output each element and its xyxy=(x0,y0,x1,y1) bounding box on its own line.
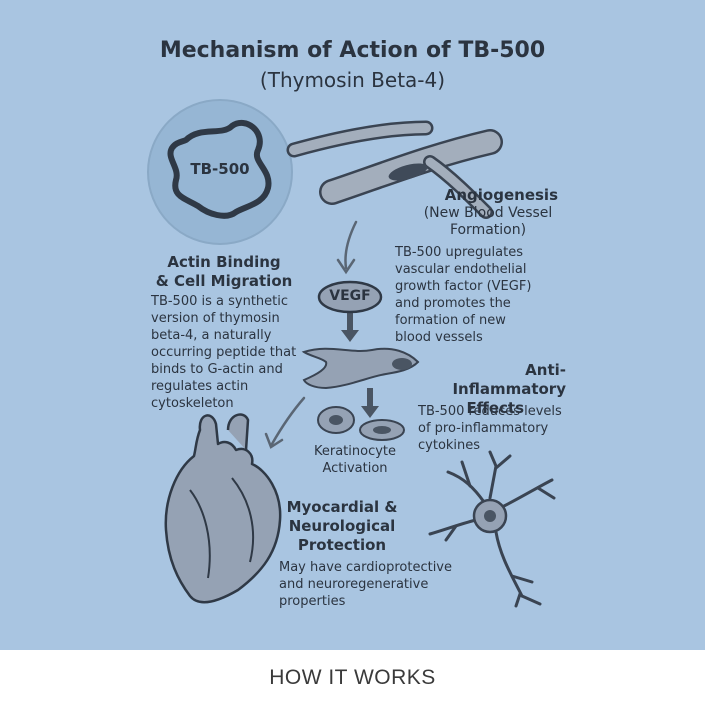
angiogenesis-subheading-line: Formation) xyxy=(449,222,527,238)
anti-inflammatory-heading-line: Anti-Inflammatory xyxy=(452,361,566,398)
anti-inflammatory-description-line: of pro-inflammatory xyxy=(418,421,549,436)
keratinocyte-label-line: Keratinocyte xyxy=(313,444,397,459)
angiogenesis-description-line: blood vessels xyxy=(395,330,483,345)
angiogenesis-heading: Angiogenesis xyxy=(400,186,558,205)
angiogenesis-heading-line: Angiogenesis xyxy=(444,186,558,204)
diagram-panel: Mechanism of Action of TB-500 (Thymosin … xyxy=(0,0,705,650)
anti-inflammatory-heading-line: Effects xyxy=(466,399,524,417)
keratinocyte-cells xyxy=(317,406,405,441)
actin-heading-line: & Cell Migration xyxy=(155,272,293,290)
protection-description: May have cardioprotective and neuroregen… xyxy=(279,559,469,610)
arrow-cell-to-keratinocyte xyxy=(361,388,379,418)
protection-description-line: properties xyxy=(279,594,346,609)
actin-heading: Actin Binding & Cell Migration xyxy=(152,253,296,291)
angiogenesis-description-line: TB-500 upregulates xyxy=(395,245,523,260)
actin-description-line: binds to G-actin and xyxy=(151,362,283,377)
angiogenesis-description-line: and promotes the xyxy=(395,296,511,311)
vegf-label: VEGF xyxy=(329,288,371,304)
anti-inflammatory-description-line: cytokines xyxy=(418,438,481,453)
actin-description-line: occurring peptide that xyxy=(151,345,297,360)
anti-inflammatory-description-line: TB-500 reduces levels xyxy=(418,404,562,419)
anti-inflammatory-description: TB-500 reduces levels of pro-inflammator… xyxy=(418,403,578,454)
angiogenesis-description-line: formation of new xyxy=(395,313,506,328)
diagram-artwork xyxy=(147,99,556,608)
actin-description: TB-500 is a synthetic version of thymosi… xyxy=(151,293,311,412)
protection-heading-line: Neurological xyxy=(288,517,396,535)
actin-description-line: TB-500 is a synthetic xyxy=(151,294,289,309)
footer-bar: HOW IT WORKS xyxy=(0,650,705,705)
protection-heading: Myocardial & Neurological Protection xyxy=(282,498,402,555)
angiogenesis-description-line: growth factor (VEGF) xyxy=(395,279,532,294)
blood-vessel-illustration xyxy=(286,120,503,219)
actin-description-line: cytoskeleton xyxy=(151,396,234,411)
anti-inflammatory-heading: Anti-Inflammatory Effects xyxy=(420,361,566,418)
actin-heading-line: Actin Binding xyxy=(167,253,281,271)
tb500-label: TB-500 xyxy=(190,160,250,178)
diagram-title: Mechanism of Action of TB-500 xyxy=(159,38,546,63)
vegf-badge xyxy=(317,280,383,314)
arrow-vessel-to-vegf xyxy=(336,220,358,275)
diagram-subtitle: (Thymosin Beta-4) xyxy=(259,68,446,92)
arrow-vegf-to-cell xyxy=(341,312,359,342)
keratinocyte-label: Keratinocyte Activation xyxy=(306,443,404,477)
keratinocyte-label-line: Activation xyxy=(322,461,388,476)
endothelial-cell-illustration xyxy=(301,347,420,390)
neuron-illustration xyxy=(428,450,556,608)
actin-description-line: beta-4, a naturally xyxy=(151,328,272,343)
protection-heading-line: Protection xyxy=(297,536,387,554)
tb500-peptide-bubble xyxy=(147,99,293,245)
heart-illustration xyxy=(164,413,282,604)
how-it-works-label: HOW IT WORKS xyxy=(269,665,436,689)
actin-description-line: regulates actin xyxy=(151,379,249,394)
protection-description-line: May have cardioprotective xyxy=(279,560,452,575)
angiogenesis-subheading: (New Blood Vessel Formation) xyxy=(402,205,574,239)
arrow-actin-to-heart xyxy=(264,396,306,449)
protection-description-line: and neuroregenerative xyxy=(279,577,429,592)
protection-heading-line: Myocardial & xyxy=(286,498,398,516)
angiogenesis-description-line: vascular endothelial xyxy=(395,262,527,277)
angiogenesis-description: TB-500 upregulates vascular endothelial … xyxy=(395,244,565,346)
angiogenesis-subheading-line: (New Blood Vessel xyxy=(423,205,553,221)
actin-description-line: version of thymosin xyxy=(151,311,280,326)
